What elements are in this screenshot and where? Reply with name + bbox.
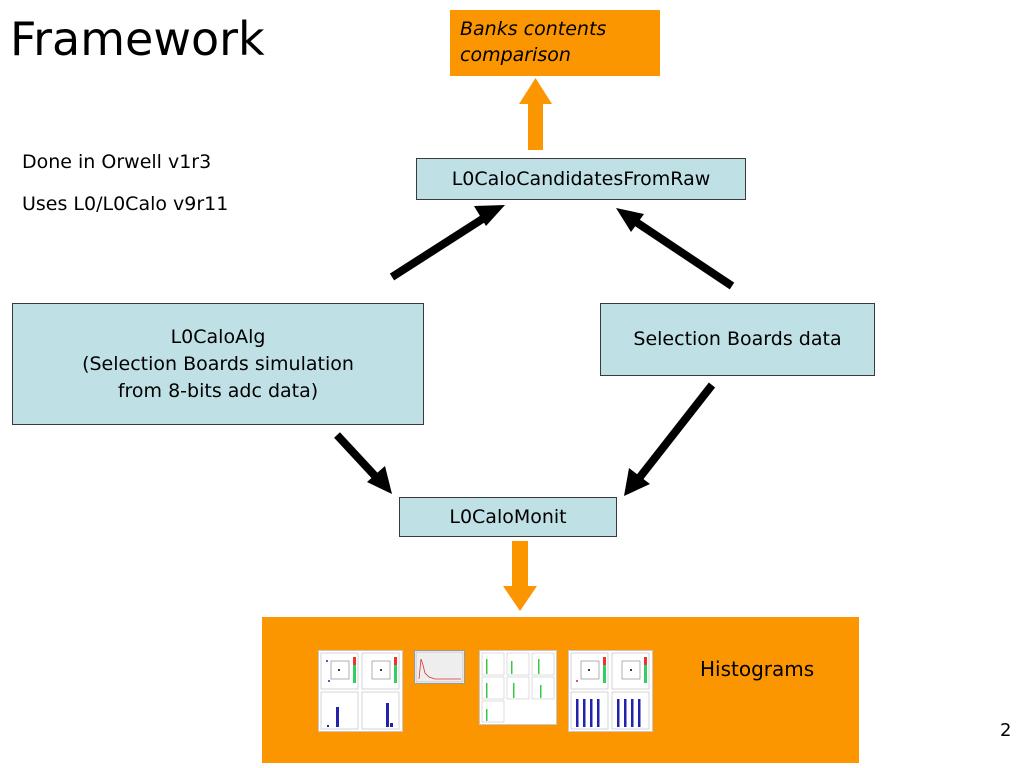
histogram-thumbnail-3 <box>479 650 557 725</box>
calo-alg-line2: (Selection Boards simulation <box>82 352 354 375</box>
calo-monit-label: L0CaloMonit <box>449 505 567 528</box>
histogram-thumbnail-1 <box>318 650 403 732</box>
calo-alg-line1: L0CaloAlg <box>170 325 266 348</box>
orange-arrow-down-icon <box>503 541 537 611</box>
black-arrow-alg-to-raw-icon <box>389 205 505 281</box>
calo-alg-box: L0CaloAlg (Selection Boards simulation f… <box>12 303 424 425</box>
calo-alg-line3: from 8-bits adc data) <box>117 379 319 402</box>
black-arrow-sel-to-monit-icon <box>624 382 716 496</box>
histograms-label: Histograms <box>700 657 815 681</box>
black-arrow-alg-to-monit-icon <box>334 432 392 494</box>
candidates-from-raw-label: L0CaloCandidatesFromRaw <box>451 167 711 190</box>
banks-comparison-line1: Banks contents <box>460 18 607 40</box>
note-l0calo-version: Uses L0/L0Calo v9r11 <box>22 193 229 215</box>
slide-title: Framework <box>10 12 265 66</box>
histogram-thumbnail-4 <box>568 650 653 732</box>
banks-comparison-box: Banks contents comparison <box>450 10 660 76</box>
histogram-thumbnail-2 <box>414 650 465 684</box>
selection-boards-box: Selection Boards data <box>600 303 875 376</box>
page-number: 2 <box>1000 720 1012 741</box>
orange-arrow-up-icon <box>519 78 552 150</box>
calo-monit-box: L0CaloMonit <box>399 497 617 537</box>
banks-comparison-line2: comparison <box>460 44 571 66</box>
black-arrow-sel-to-raw-icon <box>616 208 735 290</box>
selection-boards-label: Selection Boards data <box>633 328 842 350</box>
candidates-from-raw-box: L0CaloCandidatesFromRaw <box>416 158 746 200</box>
note-orwell-version: Done in Orwell v1r3 <box>22 151 212 173</box>
